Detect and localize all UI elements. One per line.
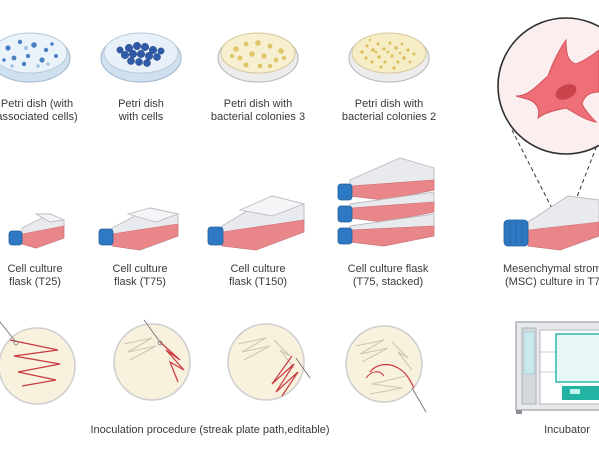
- flask-msc: [503, 195, 599, 251]
- streak-plate-2: [113, 319, 191, 401]
- petri-dish-cells: [100, 32, 182, 83]
- streak-plate-4: [345, 325, 427, 413]
- flask-t150: [207, 195, 306, 251]
- petri-dish-associated-cells: [0, 32, 71, 83]
- streak-plate-3: [227, 323, 311, 401]
- label-msc-culture: Mesenchymal strom(MSC) culture in T7: [503, 263, 599, 288]
- label-flask-stacked: Cell culture flask(T75, stacked): [347, 263, 429, 288]
- flask-t75: [98, 207, 180, 251]
- flask-t75-stacked: [337, 157, 435, 247]
- streak-plate-1: [0, 321, 76, 405]
- msc-cell-shape: [515, 38, 599, 123]
- incubator: [515, 321, 599, 414]
- label-inoculation-procedure: Inoculation procedure (streak plate path…: [90, 424, 330, 436]
- msc-magnified-view: [497, 17, 599, 229]
- petri-dish-bacterial-colonies-2: [348, 32, 430, 83]
- flask-t25: [8, 213, 66, 249]
- label-incubator: Incubator: [544, 424, 590, 436]
- petri-dish-bacterial-colonies-3: [217, 32, 299, 83]
